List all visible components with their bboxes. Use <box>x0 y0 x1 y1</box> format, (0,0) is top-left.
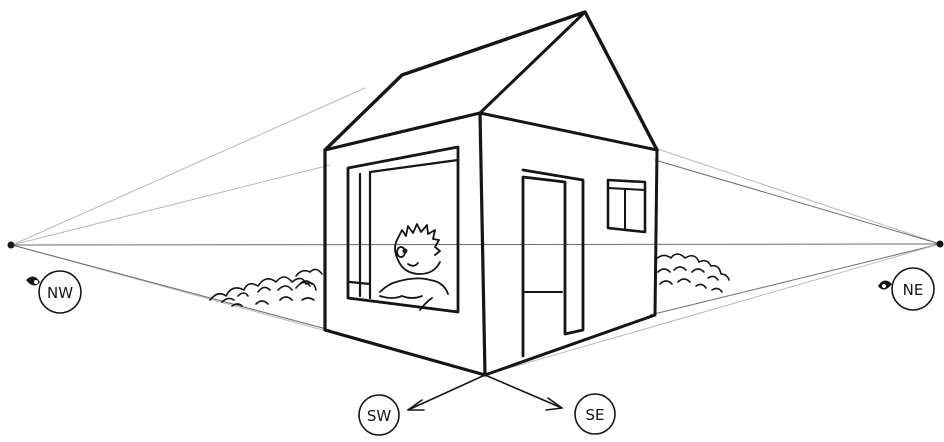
house <box>325 12 657 375</box>
label-sw: SW <box>359 395 399 435</box>
label-nw: NW <box>39 271 81 313</box>
bushes-right <box>655 254 729 292</box>
label-se: SE <box>575 394 615 434</box>
compass-arrows <box>408 375 562 410</box>
eye-left-icon <box>26 276 40 285</box>
door <box>523 170 583 356</box>
horizon-line <box>10 244 940 245</box>
bushes-left <box>210 269 322 306</box>
label-ne-text: NE <box>903 281 924 299</box>
vanishing-point-left <box>8 242 15 249</box>
label-se-text: SE <box>586 406 605 424</box>
eye-right-icon <box>878 280 892 289</box>
label-nw-text: NW <box>47 284 73 302</box>
label-ne: NE <box>892 268 934 310</box>
label-sw-text: SW <box>367 407 392 425</box>
vanishing-point-right <box>937 241 944 248</box>
right-perspective-guides <box>485 148 940 375</box>
front-window-frame <box>348 147 458 312</box>
house-roof <box>325 12 657 150</box>
character <box>380 224 448 310</box>
